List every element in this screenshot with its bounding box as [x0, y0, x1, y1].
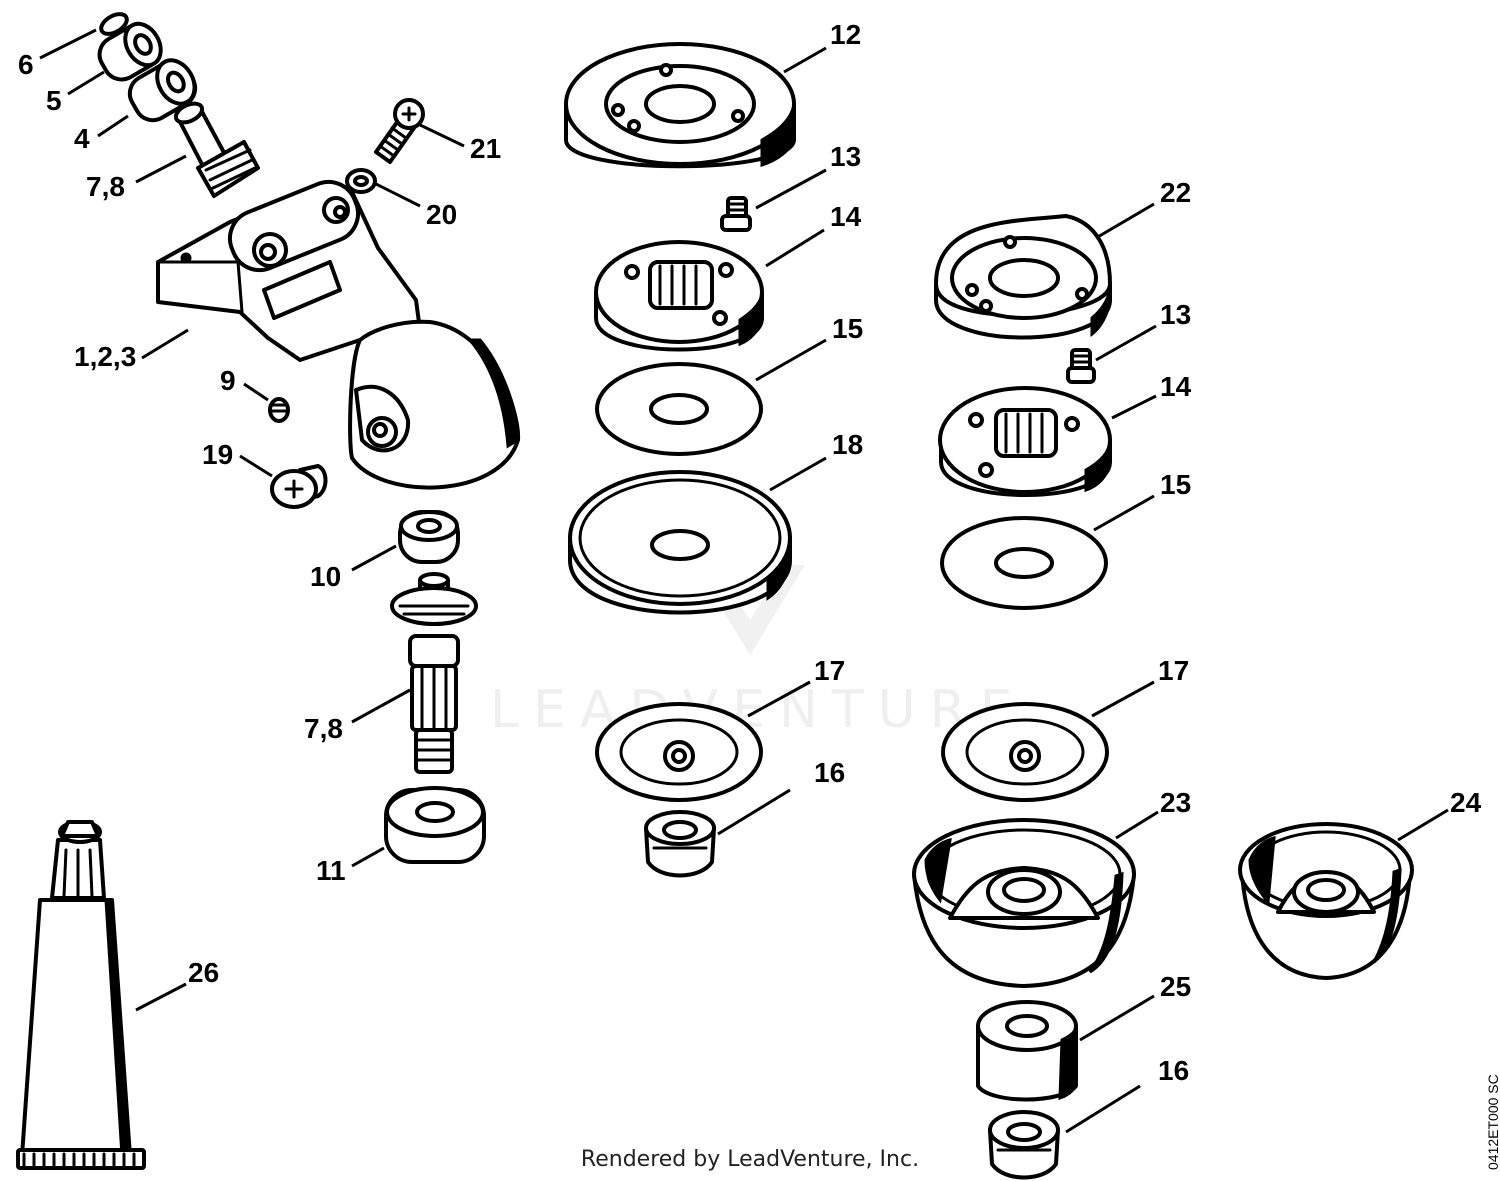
footer-credit: Rendered by LeadVenture, Inc. — [580, 1147, 920, 1172]
part-22-thrust-plate[interactable] — [934, 214, 1112, 340]
part-14-thrust-washer-right[interactable] — [938, 386, 1112, 497]
callout-16-right: 16 — [1158, 1055, 1189, 1086]
callout-12: 12 — [830, 19, 861, 50]
part-21-screw[interactable] — [374, 98, 425, 164]
callout-19: 19 — [202, 439, 233, 470]
part-9-set-screw[interactable] — [268, 397, 290, 423]
leader-lines — [39, 28, 1449, 1134]
callout-20: 20 — [426, 199, 457, 230]
part-11-ball-bearing[interactable] — [384, 786, 486, 864]
callout-17-left: 17 — [814, 655, 845, 686]
part-13-screw-right[interactable] — [1066, 348, 1096, 384]
part-24-cup[interactable] — [1238, 822, 1414, 980]
callout-25: 25 — [1160, 971, 1191, 1002]
callout-21: 21 — [470, 133, 501, 164]
part-7-8-bevel-gear-upper[interactable] — [173, 100, 260, 198]
callout-15-left: 15 — [832, 313, 863, 344]
part-18-collar[interactable] — [568, 470, 792, 615]
part-13-screw-upper[interactable] — [720, 196, 752, 232]
callout-5: 5 — [46, 85, 62, 116]
callout-11: 11 — [316, 855, 346, 886]
part-19-plug-screw[interactable] — [270, 464, 328, 509]
callout-6: 6 — [18, 49, 34, 80]
callout-13-upper: 13 — [830, 141, 861, 172]
callout-22: 22 — [1160, 177, 1191, 208]
callout-23: 23 — [1160, 787, 1191, 818]
callout-24: 24 — [1450, 787, 1482, 818]
callout-15-right: 15 — [1160, 469, 1191, 500]
part-23-skid-cup[interactable] — [912, 818, 1136, 988]
callout-10: 10 — [310, 561, 341, 592]
drawing-code-text: 0412ET000 SC — [1485, 1074, 1500, 1170]
part-15-washer-left[interactable] — [595, 362, 763, 456]
part-15-washer-right[interactable] — [940, 516, 1108, 610]
part-6-retaining-ring[interactable] — [98, 10, 130, 38]
part-14-thrust-washer-left[interactable] — [594, 240, 764, 352]
callout-14-left: 14 — [830, 201, 862, 232]
callout-17-right: 17 — [1158, 655, 1189, 686]
callout-7-8-lower: 7,8 — [304, 713, 343, 744]
callout-13-right: 13 — [1160, 299, 1191, 330]
callout-1-2-3: 1,2,3 — [74, 341, 136, 372]
callout-16-left: 16 — [814, 757, 845, 788]
part-5-ball-bearing[interactable] — [93, 17, 168, 86]
part-4-ball-bearing[interactable] — [123, 54, 203, 127]
part-12-thrust-plate[interactable] — [564, 42, 796, 169]
part-7-8-spindle-gear[interactable] — [390, 572, 478, 774]
part-16-nut-left[interactable] — [644, 810, 716, 878]
part-1-2-3-gear-housing[interactable] — [156, 173, 521, 490]
callout-14-right: 14 — [1160, 371, 1192, 402]
callout-9: 9 — [220, 365, 236, 396]
part-20-washer[interactable] — [345, 168, 377, 194]
callout-26: 26 — [188, 957, 219, 988]
callout-18: 18 — [832, 429, 863, 460]
part-26-grease-tube[interactable] — [16, 820, 146, 1170]
part-25-spacer[interactable] — [976, 1000, 1078, 1102]
part-16-nut-right[interactable] — [988, 1110, 1060, 1180]
callout-4: 4 — [74, 123, 90, 154]
part-17-rider-plate-left[interactable] — [595, 702, 763, 802]
callout-7-8-upper: 7,8 — [86, 171, 125, 202]
part-17-rider-plate-right[interactable] — [941, 702, 1109, 802]
callout-labels: 12 6 5 4 21 7,8 13 20 22 14 1,2,3 15 13 … — [18, 19, 1482, 1086]
drawing-code: 0412ET000 SC — [1475, 1070, 1500, 1180]
part-10-ball-bearing[interactable] — [398, 510, 460, 564]
